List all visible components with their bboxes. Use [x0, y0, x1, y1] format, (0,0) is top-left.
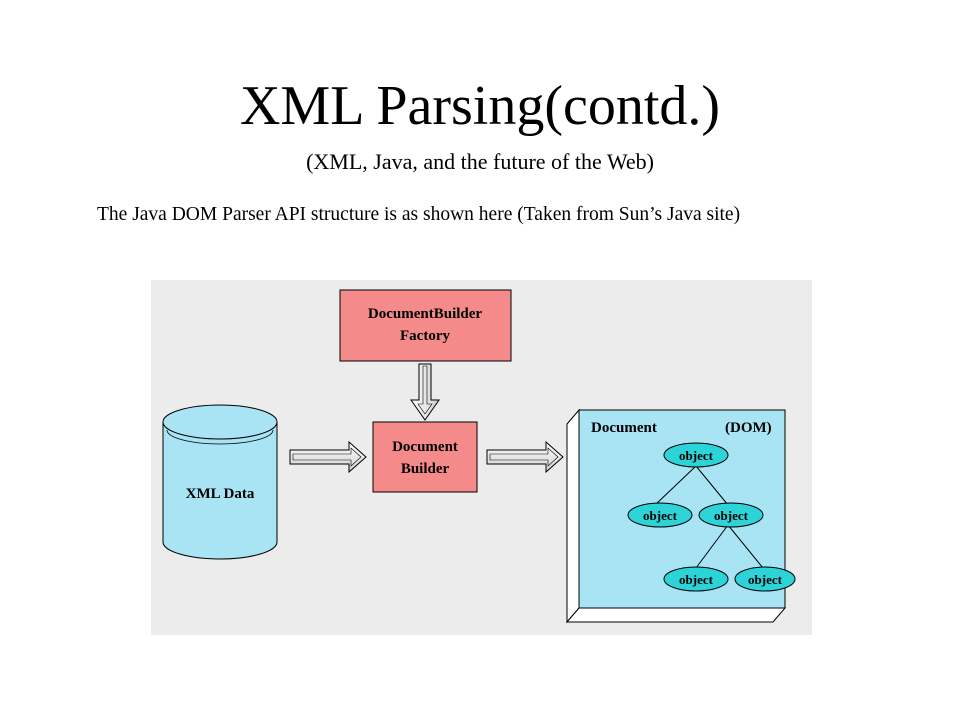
object-node: object [663, 442, 729, 468]
factory-label-line2: Factory [400, 328, 450, 344]
document-label: Document [591, 420, 657, 436]
document-dom-panel: Document (DOM) object object object [565, 408, 796, 624]
object-node: object [734, 566, 796, 592]
builder-to-document-arrow [486, 440, 564, 474]
document-builder-box: Document Builder [372, 421, 478, 493]
object-node: object [698, 502, 764, 528]
svg-text:object: object [679, 448, 714, 463]
slide-subtitle: (XML, Java, and the future of the Web) [306, 149, 654, 174]
slide-title: XML Parsing(contd.) [239, 75, 721, 137]
object-node: object [663, 566, 729, 592]
xml-data-label: XML Data [186, 486, 255, 502]
body-text: The Java DOM Parser API structure is as … [97, 204, 741, 225]
tree-edges [654, 465, 764, 569]
xml-to-builder-arrow [289, 440, 367, 474]
factory-to-builder-arrow [410, 363, 440, 421]
builder-label-line2: Builder [401, 461, 450, 477]
svg-text:object: object [643, 508, 678, 523]
builder-label-line1: Document [392, 439, 458, 455]
factory-label-line1: DocumentBuilder [368, 306, 483, 322]
dom-label: (DOM) [725, 420, 772, 436]
xml-data-cylinder: XML Data [162, 404, 278, 560]
svg-text:object: object [714, 508, 749, 523]
document-builder-factory-box: DocumentBuilder Factory [339, 289, 512, 362]
svg-text:object: object [748, 572, 783, 587]
object-node: object [627, 502, 693, 528]
svg-text:object: object [679, 572, 714, 587]
dom-parser-diagram: DocumentBuilder Factory Document Builder… [151, 280, 812, 635]
